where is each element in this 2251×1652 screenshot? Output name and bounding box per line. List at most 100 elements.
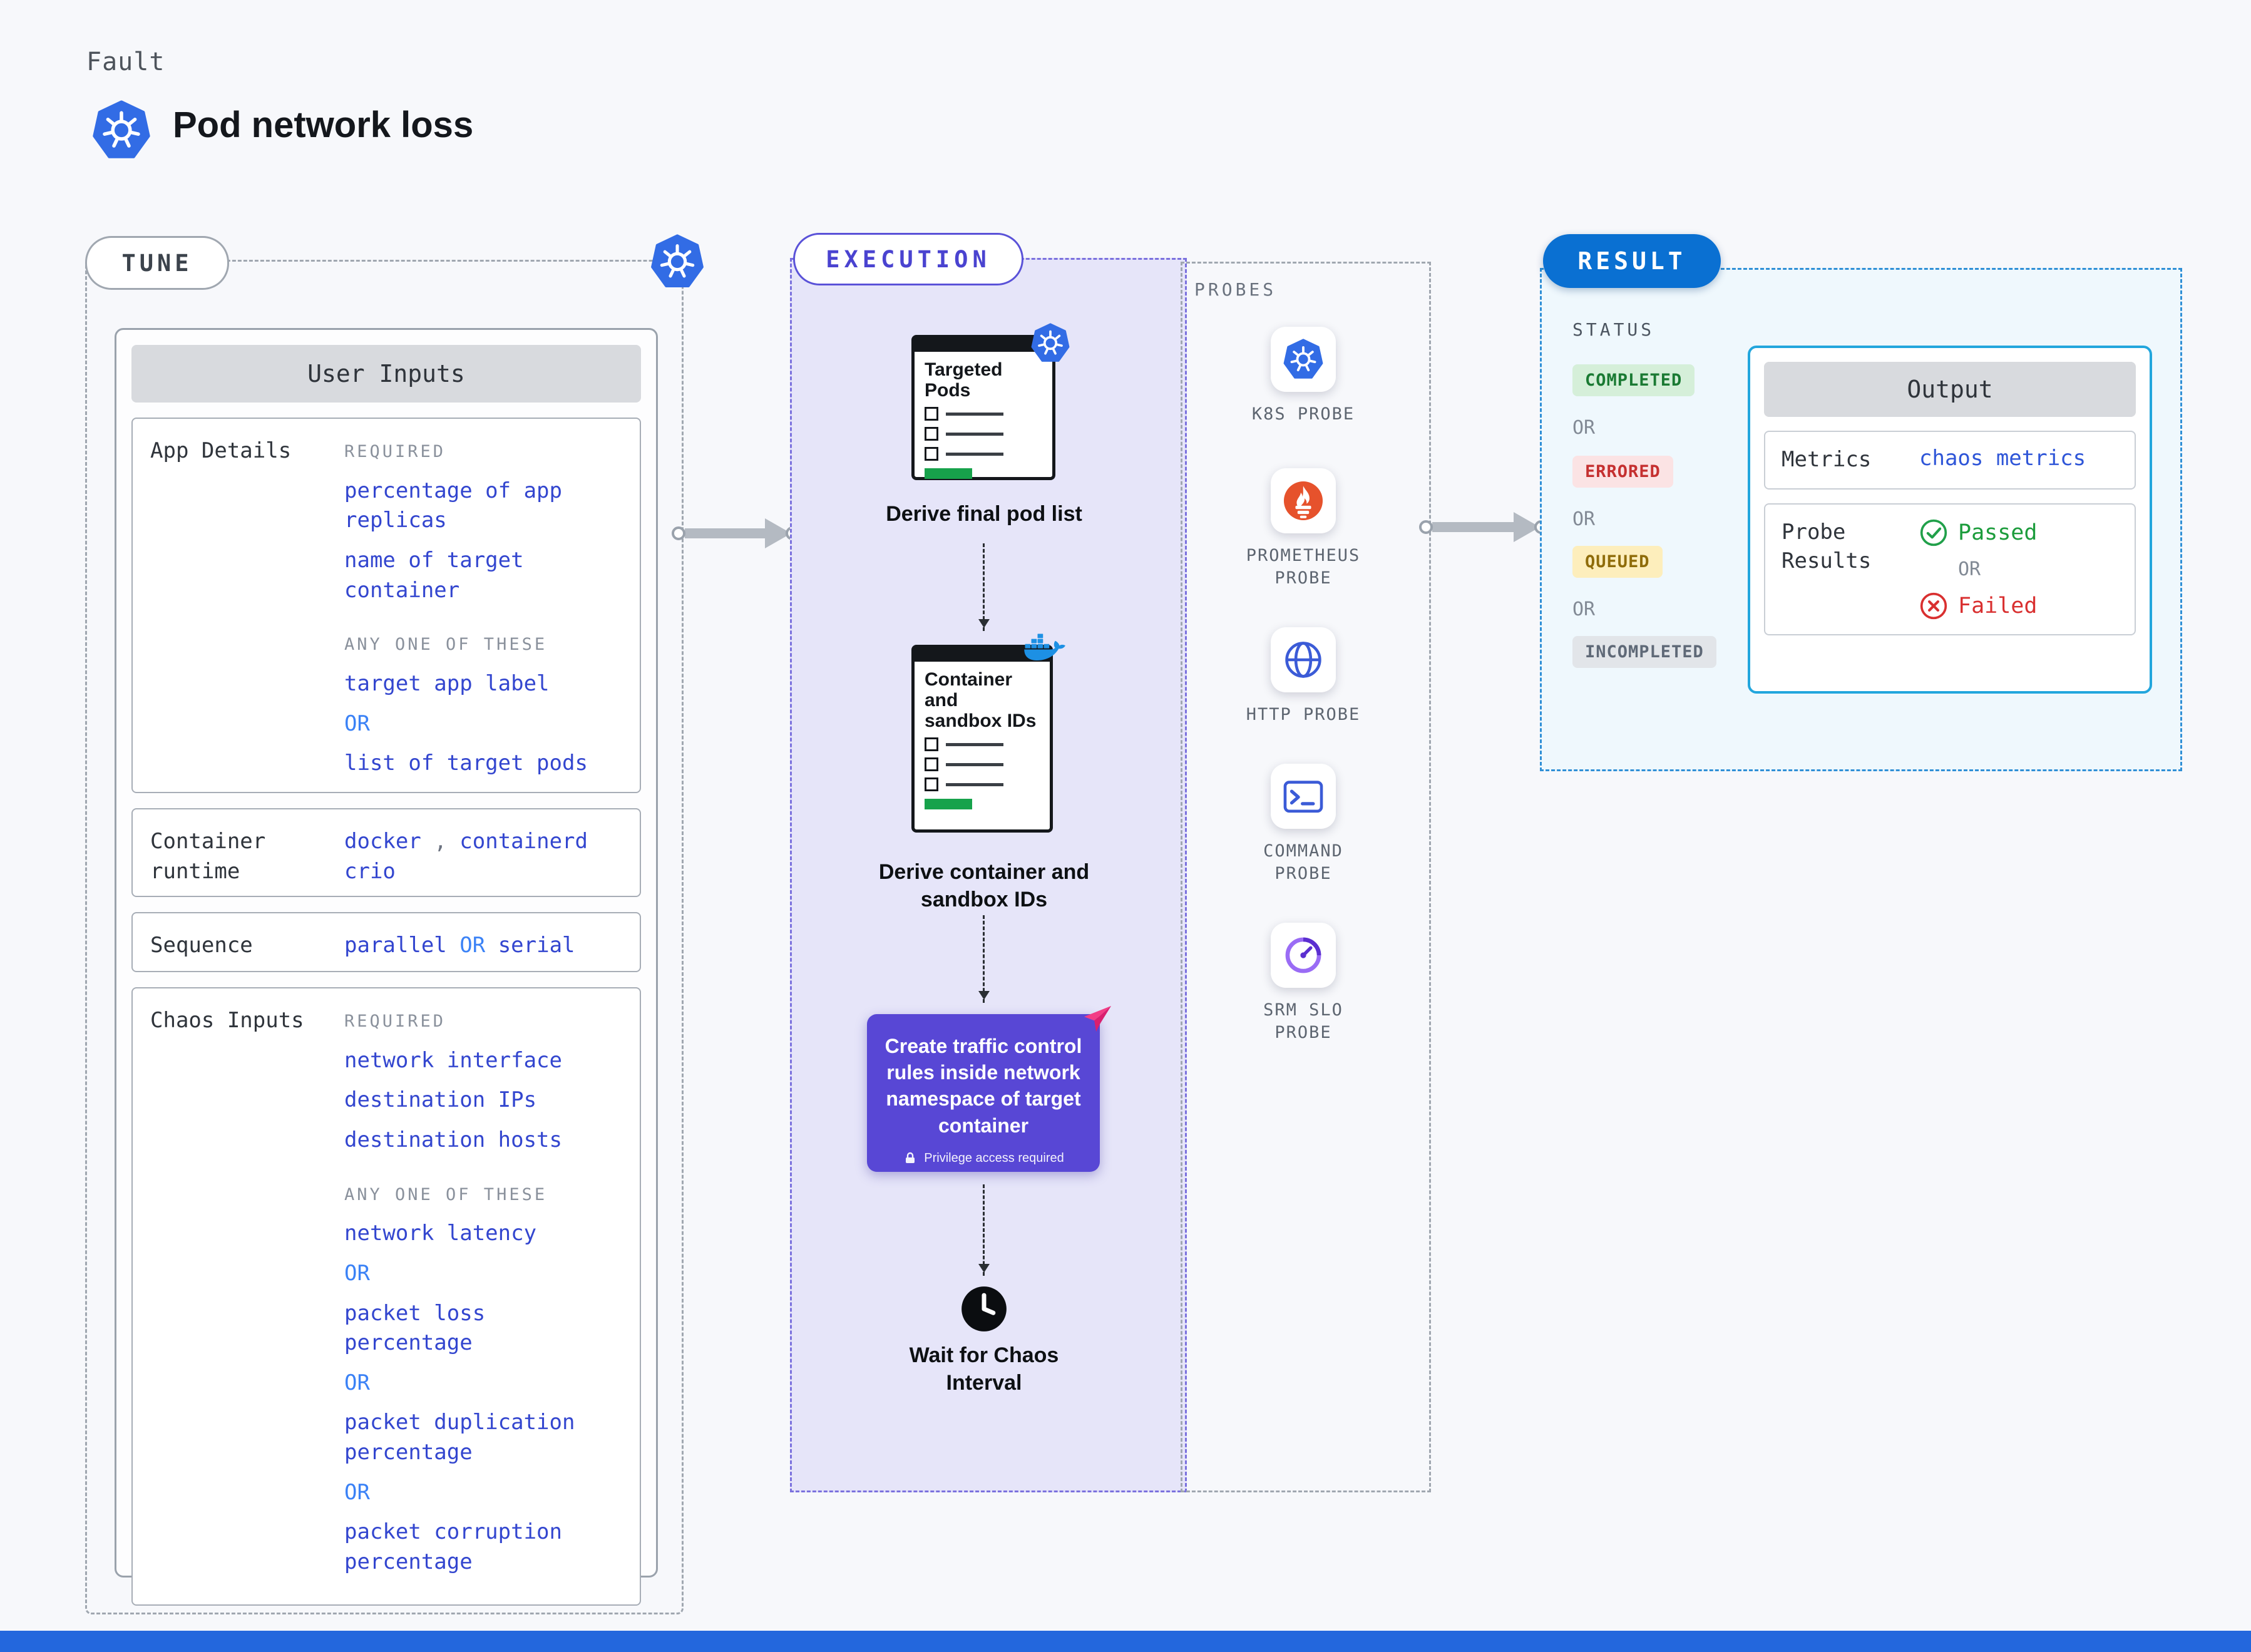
- checkbox-icon: [925, 777, 938, 791]
- metrics-value: chaos metrics: [1919, 446, 2086, 471]
- lock-icon: [903, 1151, 918, 1166]
- status-badge-completed: COMPLETED: [1572, 364, 1695, 396]
- list-line: [946, 782, 1003, 786]
- app-details-values: REQUIRED percentage of app replicas name…: [344, 436, 607, 776]
- flow-connector: [978, 1184, 990, 1276]
- execution-to-result-arrow: [1419, 512, 1547, 542]
- checklist-row: [925, 427, 1042, 441]
- fault-label: Fault: [86, 48, 165, 76]
- derive-container-ids-caption: Derive container and sandbox IDs: [878, 860, 1090, 911]
- probe-item: COMMAND PROBE: [1228, 764, 1378, 886]
- any-one-label: ANY ONE OF THESE: [344, 635, 548, 655]
- list-line: [946, 432, 1003, 436]
- probe-item: HTTP PROBE: [1228, 627, 1378, 726]
- progress-bar: [925, 468, 972, 479]
- probe-results-values: Passed OR Failed: [1919, 518, 2037, 620]
- probe-item: PROMETHEUS PROBE: [1228, 468, 1378, 590]
- probe-item: K8S PROBE: [1228, 327, 1378, 426]
- chaos-inputs-values: REQUIRED network interface destination I…: [344, 1006, 607, 1587]
- prometheus-probe-icon: [1271, 468, 1336, 533]
- chaos-inputs-label: Chaos Inputs: [150, 1008, 304, 1033]
- separator: ,: [434, 829, 447, 854]
- list-line: [946, 412, 1003, 416]
- checklist-row: [925, 407, 1042, 421]
- command-probe-terminal-icon: [1271, 764, 1336, 829]
- http-probe-globe-icon: [1271, 627, 1336, 692]
- passed-label: Passed: [1958, 520, 2038, 545]
- k8s-probe-icon: [1271, 327, 1336, 392]
- list-line: [946, 452, 1003, 456]
- tune-to-execution-arrow: [672, 518, 799, 548]
- checkbox-icon: [925, 737, 938, 751]
- failed-label: Failed: [1958, 593, 2038, 618]
- container-runtime-values: docker , containerd crio: [344, 827, 607, 884]
- passed-line: Passed: [1919, 518, 2037, 547]
- tune-label: TUNE: [85, 236, 229, 290]
- runtime-value: docker: [344, 829, 421, 854]
- or-label: OR: [344, 711, 370, 736]
- or-label: OR: [344, 1479, 370, 1505]
- chaos-inputs-box: Chaos Inputs REQUIRED network interface …: [131, 987, 641, 1606]
- kubernetes-badge-icon: [1031, 323, 1070, 363]
- privilege-note-text: Privilege access required: [924, 1151, 1064, 1165]
- checklist-row: [925, 757, 1040, 771]
- or-label: OR: [1572, 508, 1596, 530]
- container-ids-doc: Container and sandbox IDs: [911, 645, 1053, 833]
- doc-title: Targeted Pods: [925, 359, 1003, 401]
- sequence-value: parallel: [344, 933, 447, 958]
- sequence-box: Sequence parallel OR serial: [131, 912, 641, 972]
- flow-connector: [978, 543, 990, 631]
- page-title: Pod network loss: [173, 105, 474, 145]
- sequence-value: serial: [498, 933, 575, 958]
- checklist-row: [925, 447, 1042, 461]
- required-item: network interface: [344, 1047, 562, 1073]
- paper-plane-icon: [1082, 1004, 1112, 1034]
- any-item: target app label: [344, 670, 550, 696]
- or-label: OR: [1572, 417, 1596, 439]
- checkbox-icon: [925, 447, 938, 461]
- list-line: [946, 762, 1003, 766]
- checkbox-icon: [925, 427, 938, 441]
- any-one-label: ANY ONE OF THESE: [344, 1184, 548, 1204]
- required-label: REQUIRED: [344, 442, 446, 461]
- required-item: destination IPs: [344, 1087, 537, 1113]
- status-label: STATUS: [1572, 319, 1655, 340]
- status-badge-queued: QUEUED: [1572, 546, 1663, 578]
- srm-slo-probe-gauge-icon: [1271, 923, 1336, 988]
- runtime-value: crio: [344, 858, 396, 884]
- flow-connector: [978, 915, 990, 1003]
- any-item: packet corruption percentage: [344, 1519, 562, 1574]
- execution-label: EXECUTION: [793, 233, 1023, 285]
- doc-title: Container and sandbox IDs: [925, 669, 1037, 731]
- traffic-control-text: Create traffic control rules inside netw…: [885, 1035, 1082, 1137]
- status-badge-incompleted: INCOMPLETED: [1572, 636, 1716, 668]
- or-label: OR: [459, 933, 486, 958]
- failed-x-icon: [1919, 592, 1948, 620]
- kubernetes-icon: [650, 234, 705, 289]
- or-label: OR: [1572, 598, 1596, 620]
- required-item: percentage of app replicas: [344, 478, 562, 533]
- probe-item: SRM SLO PROBE: [1228, 923, 1378, 1045]
- targeted-pods-doc: Targeted Pods: [911, 335, 1055, 480]
- app-details-label: App Details: [150, 438, 292, 463]
- probe-label: PROMETHEUS PROBE: [1246, 546, 1361, 588]
- required-item: name of target container: [344, 547, 524, 603]
- app-details-box: App Details REQUIRED percentage of app r…: [131, 418, 641, 793]
- output-panel: Output Metrics chaos metrics Probe Resul…: [1748, 346, 2152, 694]
- probe-label: SRM SLO PROBE: [1263, 1000, 1343, 1043]
- probe-label: HTTP PROBE: [1246, 705, 1361, 724]
- probe-label: COMMAND PROBE: [1263, 841, 1343, 884]
- or-label: OR: [344, 1260, 370, 1286]
- result-label: RESULT: [1543, 234, 1721, 288]
- probes-label: PROBES: [1194, 279, 1277, 300]
- or-label: OR: [344, 1370, 370, 1395]
- status-badge-errored: ERRORED: [1572, 456, 1673, 488]
- privilege-note: Privilege access required: [883, 1150, 1084, 1166]
- docker-badge-icon: [1023, 633, 1067, 663]
- failed-line: Failed: [1919, 592, 2037, 620]
- user-inputs-panel: User Inputs App Details REQUIRED percent…: [115, 328, 658, 1606]
- probes-section: [1181, 262, 1431, 1492]
- probe-label: K8S PROBE: [1251, 404, 1355, 424]
- clock-icon: [960, 1285, 1008, 1333]
